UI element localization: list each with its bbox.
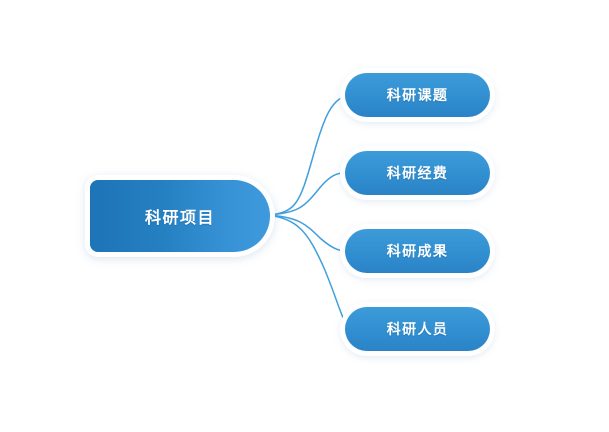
child-node-label: 科研人员 bbox=[386, 321, 449, 337]
root-node-label: 科研项目 bbox=[144, 210, 215, 227]
connector-line-3 bbox=[267, 214, 353, 330]
child-node-科研人员[interactable]: 科研人员 bbox=[345, 307, 490, 351]
child-node-label: 科研成果 bbox=[386, 243, 449, 259]
child-node-科研成果[interactable]: 科研成果 bbox=[345, 229, 490, 273]
child-node-label: 科研经费 bbox=[386, 165, 449, 181]
child-node-label: 科研课题 bbox=[386, 87, 449, 103]
child-node-科研经费[interactable]: 科研经费 bbox=[345, 151, 490, 195]
connector-line-2 bbox=[267, 214, 353, 252]
connector-line-0 bbox=[267, 94, 353, 216]
connector-line-1 bbox=[267, 172, 353, 216]
child-node-科研课题[interactable]: 科研课题 bbox=[345, 73, 490, 117]
root-node-科研项目[interactable]: 科研项目 bbox=[90, 180, 270, 252]
